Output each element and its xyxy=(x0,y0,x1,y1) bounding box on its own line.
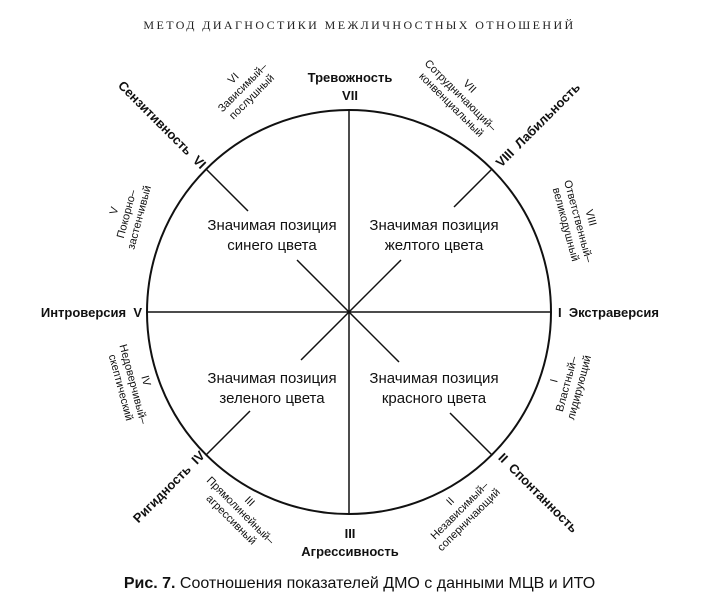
octant-upper-right-side: VIII Ответственный– великодушный xyxy=(550,179,599,265)
diagonal-upper-right-outer xyxy=(453,168,493,208)
octant-number: I xyxy=(548,378,560,384)
octant-line1: Сотрудничающий– xyxy=(422,58,499,135)
quadrant-bottom-right-line1: Значимая позиция xyxy=(369,370,498,387)
octant-lower-right-side: I Властный– лидирующий xyxy=(548,354,594,421)
figure-caption: Рис. 7. Соотношения показателей ДМО с да… xyxy=(0,575,719,593)
diagonal-lower-left-outer xyxy=(205,410,251,456)
pole-lower-left: Ригидность IV xyxy=(130,448,208,526)
diagonal-lower-left-inner xyxy=(300,311,350,361)
quadrant-top-left-line2: синего цвета xyxy=(227,237,317,254)
quadrant-bottom-right-line2: красного цвета xyxy=(382,390,487,407)
page-title: МЕТОД ДИАГНОСТИКИ МЕЖЛИЧНОСТНЫХ ОТНОШЕНИ… xyxy=(143,18,576,32)
pole-bottom-number: III xyxy=(345,526,356,541)
quadrant-top-right-line1: Значимая позиция xyxy=(369,217,498,234)
pole-upper-right: VIII Лабильность xyxy=(493,80,583,170)
pole-bottom-name: Агрессивность xyxy=(301,544,398,559)
octant-lower-left-bottom: III Прямолинейный– агрессивный xyxy=(204,475,277,548)
octant-lower-left-side: IV Недоверчивый– скептический xyxy=(106,343,153,426)
quadrant-bottom-left-line2: зеленого цвета xyxy=(219,390,325,407)
figure-caption-text: Соотношения показателей ДМО с данными МЦ… xyxy=(175,575,596,592)
diagonal-upper-left-outer xyxy=(205,168,249,212)
pole-top-name: Тревожность xyxy=(308,70,393,85)
pole-lower-right: II Спонтанность xyxy=(495,450,581,536)
diagonal-lower-right-outer xyxy=(449,412,493,456)
octant-upper-left-top: VI Зависимый– послушный xyxy=(216,60,277,122)
quadrant-top-right-line2: желтого цвета xyxy=(385,237,484,254)
octant-number: V xyxy=(108,205,122,216)
diagonal-upper-left-inner xyxy=(296,259,350,313)
octant-number: IV xyxy=(138,374,152,388)
octant-number: VIII xyxy=(583,208,599,227)
octant-upper-left-side: V Покорно– застенчивый xyxy=(108,184,154,250)
pole-right: I Экстраверсия xyxy=(558,305,659,320)
pole-top-number: VII xyxy=(342,88,358,103)
pole-upper-left: Сензитивность VI xyxy=(115,78,209,172)
figure-caption-label: Рис. 7. xyxy=(123,575,176,592)
diagonal-upper-right-inner xyxy=(348,259,402,313)
quadrant-bottom-left-line1: Значимая позиция xyxy=(207,370,336,387)
quadrant-top-left-line1: Значимая позиция xyxy=(207,217,336,234)
octant-upper-right-top: VII Сотрудничающий– конвенциальный xyxy=(416,58,499,140)
pole-left: Интроверсия V xyxy=(41,305,142,320)
diagonal-lower-right-inner xyxy=(348,311,400,363)
